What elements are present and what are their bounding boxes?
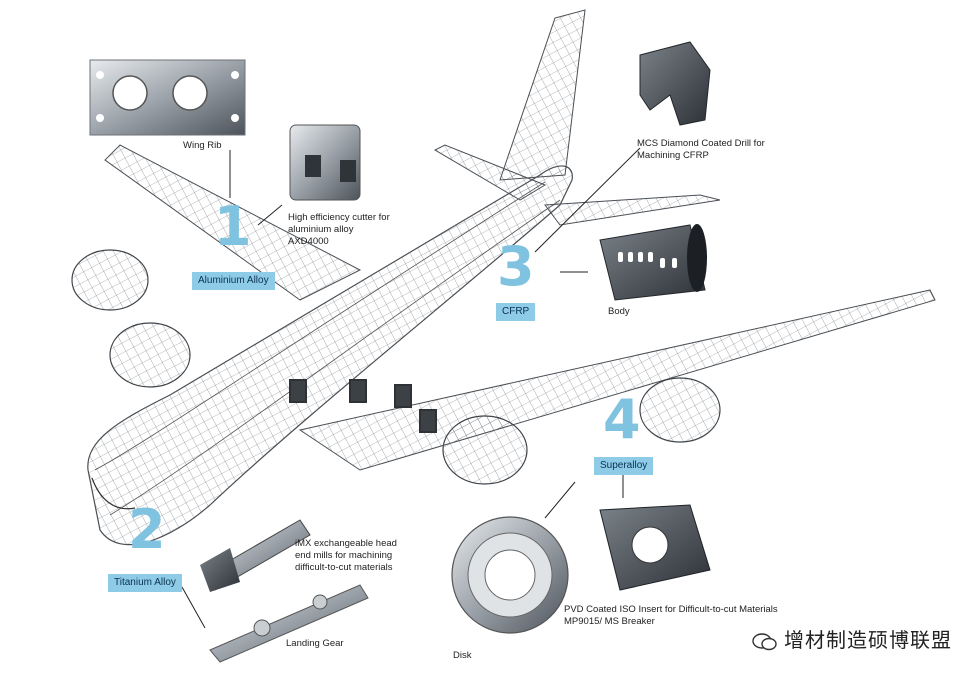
watermark-text: 增材制造硕博联盟 [784,628,952,652]
iso-insert-part [599,504,711,591]
badge-titanium-alloy: Titanium Alloy [108,574,182,592]
left-stabilizer [433,144,547,201]
label-drill-line-2: Machining CFRP [637,150,709,161]
landing-gear-cluster [289,379,437,433]
label-cutter-line-1: High efficiency cutter for [288,212,390,223]
cfrp-body-part [599,224,707,301]
watermark: 增材制造硕博联盟 [752,624,952,653]
label-insert-line-2: MP9015/ MS Breaker [564,616,655,627]
label-cutter-line-2: aluminium alloy [288,224,354,235]
label-landing-gear: Landing Gear [286,638,344,649]
wing-rib-part [89,59,246,136]
category-number-2: 2 [128,498,166,561]
label-drill-line-1: MCS Diamond Coated Drill for [637,138,765,149]
label-imx: iMX exchangeable head end mills for mach… [295,538,397,574]
connector-lines [181,147,641,629]
label-body: Body [608,306,630,317]
label-cutter-line-3: AXD4000 [288,236,329,247]
label-insert: PVD Coated ISO Insert for Difficult-to-c… [564,604,778,628]
engines [71,249,721,485]
badge-superalloy: Superalloy [594,457,654,475]
landing-gear-part [209,584,369,663]
label-imx-line-2: end mills for machining [295,550,393,561]
mcs-drill-part [639,41,711,126]
category-number-4: 4 [603,388,641,451]
imx-endmill-part [200,519,311,592]
wechat-icon [752,632,777,650]
category-number-3: 3 [497,235,535,298]
label-imx-line-1: iMX exchangeable head [295,538,397,549]
label-insert-line-1: PVD Coated ISO Insert for Difficult-to-c… [564,604,778,615]
fuselage [87,165,573,546]
label-wing-rib: Wing Rib [183,140,222,151]
badge-cfrp: CFRP [496,303,536,321]
label-drill: MCS Diamond Coated Drill for Machining C… [637,138,765,162]
label-imx-line-3: difficult-to-cut materials [295,562,393,573]
label-cutter: High efficiency cutter for aluminium all… [288,212,390,248]
left-wing [104,144,362,301]
vertical-tail [499,9,586,181]
badge-aluminium-alloy: Aluminium Alloy [192,272,275,290]
category-number-1: 1 [214,195,252,258]
label-disk: Disk [453,650,472,661]
right-stabilizer [544,194,721,226]
disk-part [451,516,569,634]
cutter-axd4000-part [289,124,361,201]
